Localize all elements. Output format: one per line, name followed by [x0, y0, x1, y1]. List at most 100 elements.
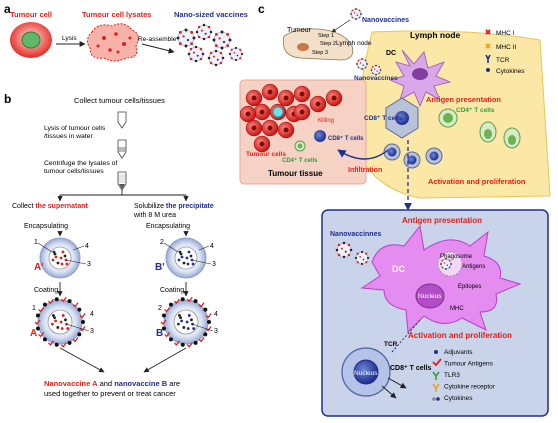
- nanovaccines-d-label: Nanovaccinnes: [330, 231, 381, 238]
- panel-d-legend-markers: [432, 350, 442, 401]
- label-a-prime: A': [34, 262, 44, 273]
- tumour-cell-lysates-label: Tumour cell lysates: [82, 10, 151, 19]
- num-2-b: 2: [160, 239, 164, 246]
- legend-cytokines: Cytokines: [496, 68, 525, 75]
- cd4-t-cell-tumour: [294, 140, 306, 152]
- encapsulating-right: Encapsulating: [146, 223, 190, 230]
- centrifuge-step-line2: tumour cells/tissues: [44, 168, 104, 175]
- vesicle-b: [160, 296, 212, 348]
- nanovaccines-top-label: Nanovaccines: [362, 17, 409, 24]
- reassemble-label: Re-assemble: [138, 36, 177, 43]
- label-a: A: [30, 328, 37, 339]
- num-1-a2: 1: [32, 305, 36, 312]
- legend-d-item: Adjuvants: [444, 349, 473, 356]
- nucleus2-d-label: Nucleus: [354, 370, 378, 377]
- solubilize-line2: with 8 M urea: [133, 212, 176, 219]
- num-1-a: 1: [34, 239, 38, 246]
- legend-tcr: TCR: [496, 57, 510, 64]
- legend-mhc1: MHC I: [496, 30, 515, 37]
- cd8-t-cell-tumour: [314, 130, 326, 142]
- cd4-label-tumour: CD4⁺ T cells: [282, 157, 318, 164]
- collect-step: Collect tumour cells/tissues: [74, 96, 165, 105]
- cd4-label-ln: CD4⁺ T cells: [456, 107, 495, 114]
- antigen-presentation-c: Antigen presentation: [426, 95, 501, 104]
- bottom-line1: Nanovaccine A and nanovaccine B are: [44, 379, 180, 388]
- reassemble-arrow: [141, 43, 175, 54]
- coating-right: Coating: [160, 287, 184, 294]
- num-3-b: 3: [212, 261, 216, 268]
- legend-d-item: Tumour Antigens: [444, 361, 494, 368]
- dc-label: DC: [386, 50, 396, 57]
- tumour-small-label: Tumour: [287, 27, 312, 34]
- vesicle-b-prime: [165, 237, 207, 279]
- tube-2-icon: [117, 139, 127, 159]
- num-4-a: 4: [85, 243, 89, 250]
- tube-1-icon: [117, 111, 127, 129]
- num-3-a2: 3: [90, 328, 94, 335]
- label-b-prime: B': [155, 262, 165, 273]
- activation-proliferation-d: Activation and proliferation: [408, 331, 512, 340]
- tumour-cells-cluster: [239, 83, 343, 153]
- nucleus-d-label: Nucleus: [418, 293, 442, 300]
- num-4-a2: 4: [90, 311, 94, 318]
- nano-vaccines-label: Nano-sized vaccines: [174, 10, 248, 19]
- dendritic-cell-d: [360, 224, 522, 334]
- num-4-b2: 4: [214, 311, 218, 318]
- nano-vaccines-graphic: [176, 23, 244, 67]
- dc-d-label: DC: [392, 264, 405, 274]
- lymph-node-small-label: Lymph node: [336, 40, 372, 47]
- antigens-label: Antigens: [462, 264, 485, 270]
- tube-3-icon: [117, 171, 127, 191]
- num-3-a: 3: [87, 261, 91, 268]
- collect-supernatant: Collect the supernatant: [12, 203, 89, 210]
- vesicle-a-prime: [39, 237, 81, 279]
- cd8-t-cell-d: [341, 347, 391, 397]
- cd4-t-cell-ln: [438, 108, 458, 128]
- coating-left: Coating: [34, 287, 58, 294]
- legend-d-item: TLR3: [444, 372, 460, 379]
- panel-c-legend: [485, 29, 491, 72]
- step-1-label: Step 1: [318, 33, 334, 39]
- tcr-d-label: TCR: [384, 341, 398, 348]
- num-4-b: 4: [210, 243, 214, 250]
- infiltration-label: Infiltration: [348, 167, 382, 174]
- nanovaccine-top-icon: [350, 8, 362, 20]
- lysis-step-line1: Lysis of tumour cells: [44, 125, 106, 132]
- solubilize-precipitate: Solubilize the precipitate: [134, 203, 214, 210]
- tumour-cell-label: Tumour cell: [10, 10, 52, 19]
- step-2-label: Step 2: [320, 41, 336, 47]
- epitopes-label: Epitopes: [458, 284, 481, 290]
- legend-mhc2: MHC II: [496, 44, 516, 51]
- bottom-line2: used together to prevent or treat cancer: [44, 389, 176, 398]
- num-2-b2: 2: [158, 305, 162, 312]
- panel-a-letter: a: [4, 2, 11, 16]
- encapsulating-left: Encapsulating: [24, 223, 68, 230]
- lysis-step-line2: /tissues in water: [44, 133, 93, 140]
- infiltration-arrow: [337, 149, 389, 160]
- cd8-t-cell-ln: [385, 97, 419, 139]
- lymph-node-title: Lymph node: [410, 30, 460, 40]
- phagosome-label: Phagosome: [440, 254, 473, 260]
- cell-lysates-graphic: [86, 23, 139, 62]
- body-overview-icon: [282, 28, 354, 61]
- panel-c-letter: c: [258, 2, 265, 16]
- antigen-presentation-d: Antigen presentation: [402, 216, 482, 225]
- step-3-label: Step 3: [312, 50, 328, 56]
- lysis-label: Lysis: [62, 35, 77, 42]
- tumour-cells-label: Tumour cells: [246, 151, 286, 158]
- tumour-tissue-label: Tumour tissue: [268, 169, 323, 178]
- cd8-label-ln: CD8⁺ T cells: [364, 115, 403, 122]
- mhc-label: MHC: [450, 306, 464, 312]
- legend-d-item: Cytokines: [444, 395, 473, 402]
- dendritic-cell-c: [388, 49, 452, 108]
- vesicle-a: [34, 296, 86, 348]
- cd8-d-label: CD8⁺ T cells: [390, 365, 432, 372]
- centrifuge-step-line1: Centrifuge the lysates of: [44, 160, 117, 167]
- activation-proliferation-c: Activation and proliferation: [428, 177, 526, 186]
- legend-d-item: Cytokine receptor: [444, 384, 496, 391]
- panel-b-letter: b: [4, 92, 11, 106]
- label-b: B: [156, 328, 163, 339]
- nanovaccines-mid-label: Nanovaccines: [354, 75, 398, 82]
